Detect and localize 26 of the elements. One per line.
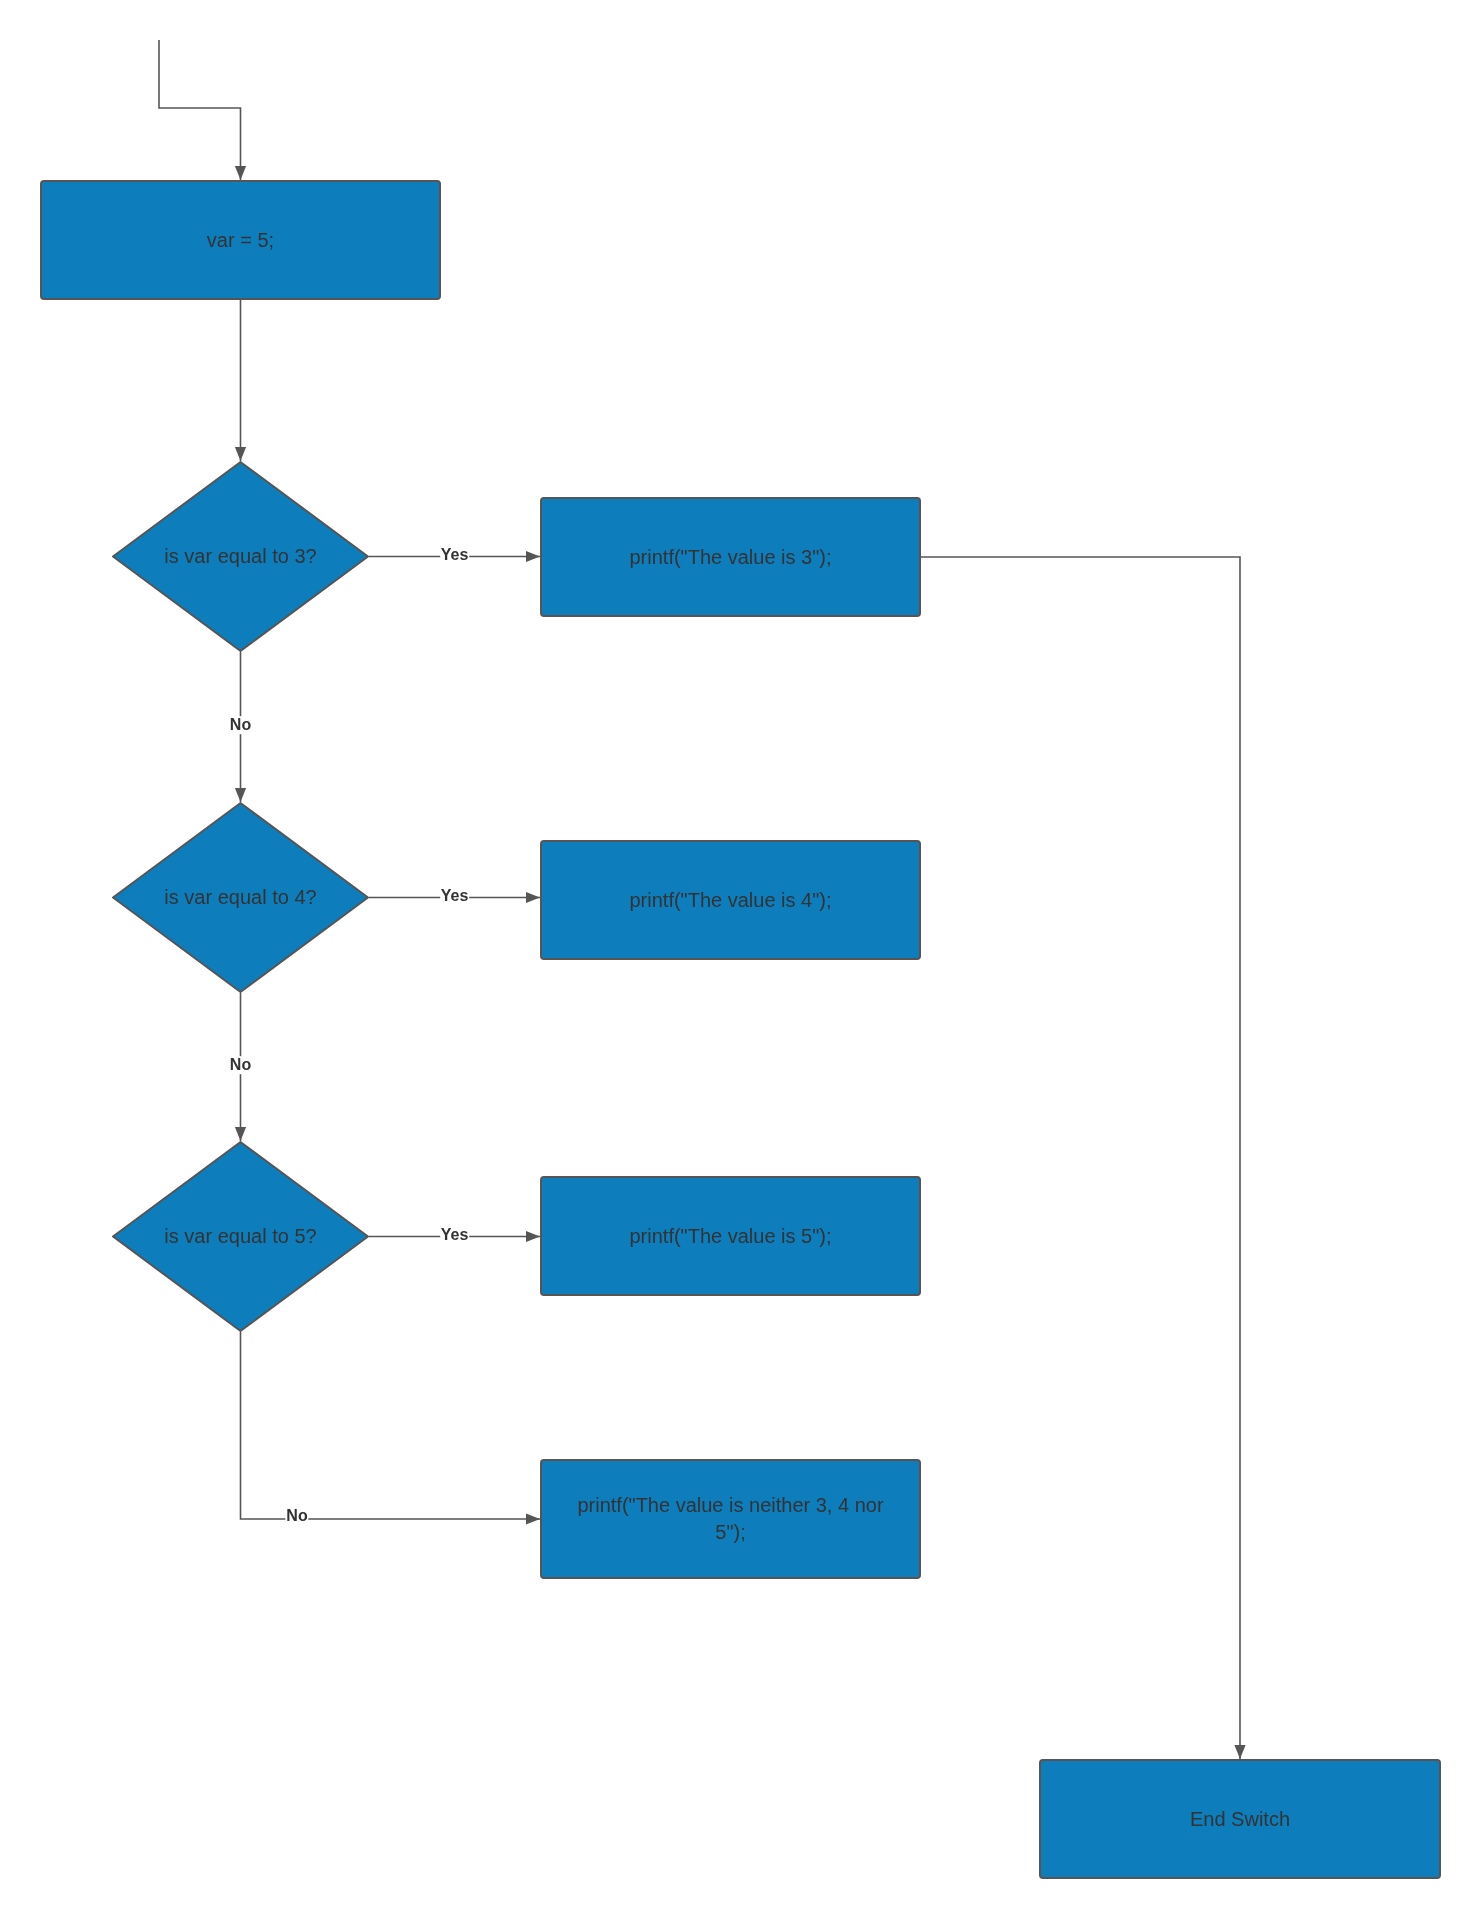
node-text: is var equal to 3? [163, 544, 318, 569]
node-text: is var equal to 5? [163, 1224, 318, 1249]
process-box [540, 1176, 921, 1296]
decision-diamond [112, 461, 369, 652]
arrow [234, 299, 247, 462]
process-box [540, 497, 921, 617]
node-text: printf("The value is neither 3, 4 nor 5"); [576, 1493, 885, 1545]
arrow [239, 1331, 541, 1525]
decision-diamond [112, 802, 369, 993]
node-text: printf("The value is 5"); [628, 1223, 833, 1249]
arrow [234, 992, 247, 1142]
node-text: printf("The value is 4"); [628, 887, 833, 913]
node-text: var = 5; [205, 227, 276, 253]
arrow [920, 556, 1246, 1760]
arrow [158, 39, 247, 181]
node-text: is var equal to 4? [163, 885, 318, 910]
process-box [1039, 1759, 1441, 1879]
arrow [234, 651, 247, 803]
node-text: printf("The value is 3"); [628, 544, 833, 570]
process-box [540, 840, 921, 960]
edge-label: No [228, 716, 253, 734]
edge-label: No [228, 1056, 253, 1074]
process-box [40, 180, 441, 300]
decision-diamond [112, 1141, 369, 1332]
process-box [540, 1459, 921, 1579]
node-text: End Switch [1188, 1806, 1292, 1832]
